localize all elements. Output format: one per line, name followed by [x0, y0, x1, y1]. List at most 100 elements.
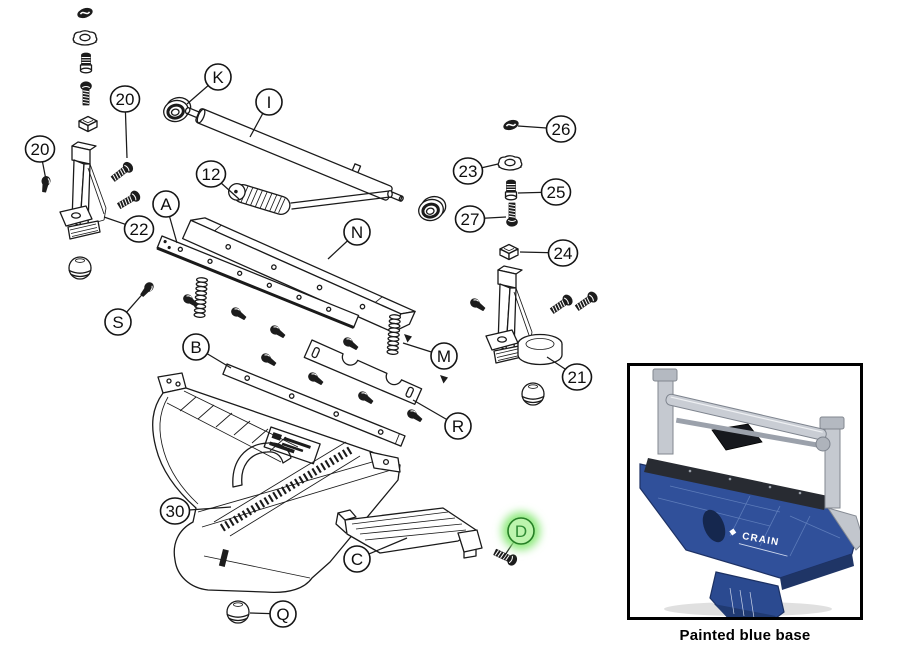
callout-circle-Q[interactable]: [269, 600, 297, 628]
callout-circle-C[interactable]: [343, 545, 371, 573]
callout-label-S: S: [112, 313, 123, 332]
callout-R[interactable]: R: [444, 412, 472, 440]
screw-icon: [259, 351, 278, 369]
bolt-icon: [548, 292, 575, 316]
callout-circle-B[interactable]: [182, 333, 210, 361]
callout-circle-27[interactable]: [454, 205, 486, 233]
callout-label-I: I: [267, 93, 272, 112]
callout-I[interactable]: I: [255, 88, 283, 116]
callout-label-21: 21: [568, 368, 587, 387]
threaded-stud-icon: [504, 179, 518, 201]
s-washer-icon: [75, 5, 95, 21]
bolt-icon: [573, 289, 600, 313]
screw-icon: [405, 407, 424, 425]
coil-spring-icon: [386, 313, 402, 356]
screw-icon: [268, 323, 287, 341]
callout-21[interactable]: 21: [561, 363, 593, 391]
callout-circle-12[interactable]: [195, 160, 227, 188]
bolt-icon: [492, 546, 519, 568]
wing-knob-icon: [497, 155, 523, 171]
callout-12[interactable]: 12: [195, 160, 227, 188]
inset-caption: Painted blue base: [679, 627, 811, 644]
callout-label-12: 12: [202, 165, 221, 184]
photo-foot: [709, 571, 785, 617]
callout-A[interactable]: A: [152, 190, 180, 218]
screw-icon: [306, 370, 325, 388]
screw-icon: [341, 335, 360, 353]
callout-circle-N[interactable]: [343, 218, 371, 246]
callout-circle-20-top[interactable]: [109, 85, 141, 113]
painted-blue-base-photo: CRAIN: [639, 368, 860, 617]
callout-label-20-left: 20: [31, 140, 50, 159]
parts-line-art: [39, 5, 600, 624]
part-tray-C: [335, 507, 483, 559]
callout-circle-25[interactable]: [540, 178, 572, 206]
callout-circle-20-left[interactable]: [24, 135, 56, 163]
photo-blue-deck: [639, 463, 860, 590]
callout-circle-23[interactable]: [452, 157, 484, 185]
callout-circle-21[interactable]: [561, 363, 593, 391]
callout-22[interactable]: 22: [123, 215, 155, 243]
part-roller-I: [184, 107, 404, 202]
callout-label-N: N: [351, 223, 363, 242]
callout-circle-30[interactable]: [159, 497, 191, 525]
ball-knob-icon: [521, 382, 545, 406]
callout-D[interactable]: D: [502, 512, 540, 550]
callout-N[interactable]: N: [343, 218, 371, 246]
part-upright-post-22: [59, 141, 107, 280]
callout-circle-D[interactable]: [507, 517, 535, 545]
callout-S[interactable]: S: [104, 308, 132, 336]
callout-26[interactable]: 26: [545, 115, 577, 143]
hardware-screws: [138, 280, 448, 425]
screw-icon: [468, 296, 487, 314]
callout-label-M: M: [437, 347, 451, 366]
callout-circle-I[interactable]: [255, 88, 283, 116]
callout-circle-S[interactable]: [104, 308, 132, 336]
ball-knob-icon: [68, 256, 92, 280]
callout-circle-K[interactable]: [204, 63, 232, 91]
callout-K[interactable]: K: [204, 63, 232, 91]
screw-icon: [229, 305, 248, 323]
callout-Q[interactable]: Q: [269, 600, 297, 628]
callout-label-24: 24: [554, 244, 573, 263]
callout-circle-26[interactable]: [545, 115, 577, 143]
callout-circle-24[interactable]: [547, 239, 579, 267]
callout-M[interactable]: M: [430, 342, 458, 370]
part-small-hardware-column: [497, 117, 523, 261]
callout-circle-22[interactable]: [123, 215, 155, 243]
part-upright-post-21: [468, 265, 600, 406]
callout-label-27: 27: [461, 210, 480, 229]
callout-30[interactable]: 30: [159, 497, 191, 525]
callout-circle-M[interactable]: [430, 342, 458, 370]
callout-20-top[interactable]: 20: [109, 85, 141, 113]
callout-25[interactable]: 25: [540, 178, 572, 206]
callout-label-R: R: [452, 417, 464, 436]
callout-label-K: K: [212, 68, 224, 87]
part-pressure-plate-R: [303, 339, 423, 405]
post-bracket-icon: [59, 141, 107, 240]
clip-icon: [499, 243, 519, 261]
callout-24[interactable]: 24: [547, 239, 579, 267]
callout-label-26: 26: [552, 120, 571, 139]
callout-label-C: C: [351, 550, 363, 569]
callout-circle-A[interactable]: [152, 190, 180, 218]
callout-label-23: 23: [459, 162, 478, 181]
ball-knob-icon: [226, 600, 250, 624]
part-cutting-bar-N: [181, 217, 416, 333]
callout-B[interactable]: B: [182, 333, 210, 361]
callout-23[interactable]: 23: [452, 157, 484, 185]
bolt-icon: [109, 159, 136, 184]
callout-label-22: 22: [130, 220, 149, 239]
bolt-icon: [115, 188, 143, 212]
part-base-30: [152, 372, 401, 594]
callout-circle-R[interactable]: [444, 412, 472, 440]
callout-27[interactable]: 27: [454, 205, 486, 233]
clip-icon: [78, 115, 98, 133]
callout-C[interactable]: C: [343, 545, 371, 573]
wing-knob-icon: [72, 30, 98, 46]
bolt-icon: [506, 202, 518, 227]
callout-label-A: A: [160, 195, 172, 214]
callout-20-left[interactable]: 20: [24, 135, 56, 163]
